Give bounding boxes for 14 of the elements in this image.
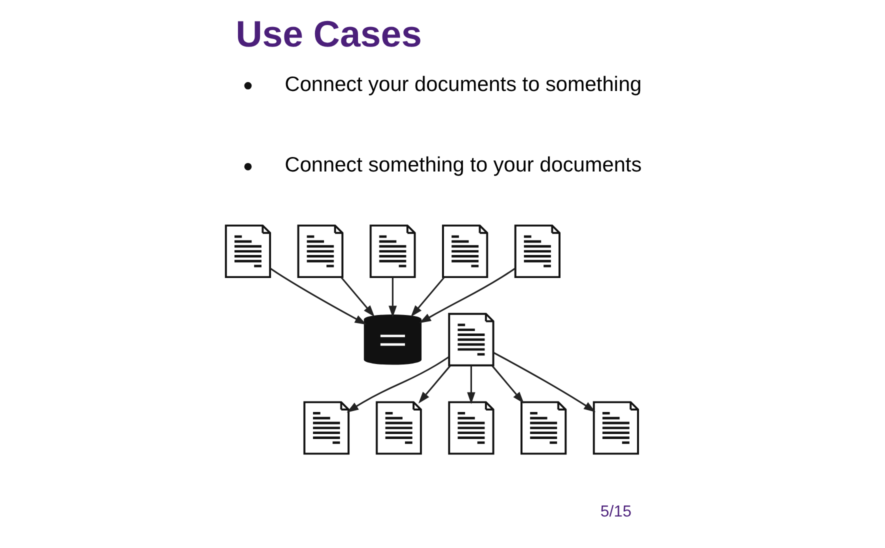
arrow — [492, 352, 596, 412]
arrow — [340, 276, 374, 317]
diagram-title: Use Cases — [235, 13, 422, 54]
arrow — [346, 356, 449, 413]
arrow — [418, 268, 516, 324]
label: Connect something to your documents — [284, 154, 642, 177]
arrow — [491, 365, 524, 404]
label: Connect your documents to something — [284, 72, 642, 96]
label: 5/15 — [600, 504, 631, 521]
arrow — [418, 365, 450, 404]
arrow — [410, 276, 444, 317]
arrow — [269, 268, 366, 325]
arrow — [466, 366, 475, 404]
arrow — [388, 277, 396, 318]
